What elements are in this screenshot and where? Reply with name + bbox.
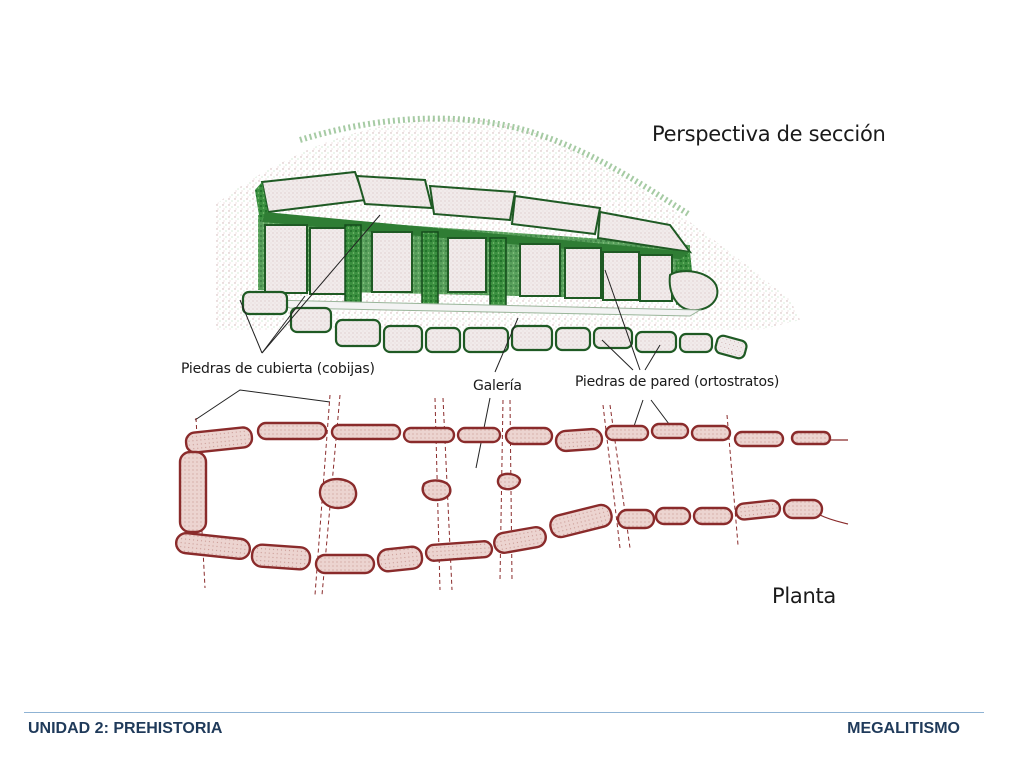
footer-topic-title: MEGALITISMO	[847, 720, 960, 737]
wall-stones	[264, 224, 719, 312]
kerb-stones	[241, 290, 748, 360]
footer-divider	[24, 712, 984, 713]
gallery-label: Galería	[473, 378, 522, 394]
plan-stones	[174, 421, 832, 575]
footer-unit-title: UNIDAD 2: PREHISTORIA	[28, 720, 223, 737]
plan-view	[174, 394, 849, 596]
wall-stones-label: Piedras de pared (ortostratos)	[575, 374, 780, 390]
perspective-section	[215, 115, 800, 360]
perspective-section-label: Perspectiva de sección	[652, 122, 886, 146]
cover-stones-label: Piedras de cubierta (cobijas)	[181, 361, 375, 377]
plan-label: Planta	[772, 584, 836, 608]
cover-stones	[255, 170, 693, 260]
